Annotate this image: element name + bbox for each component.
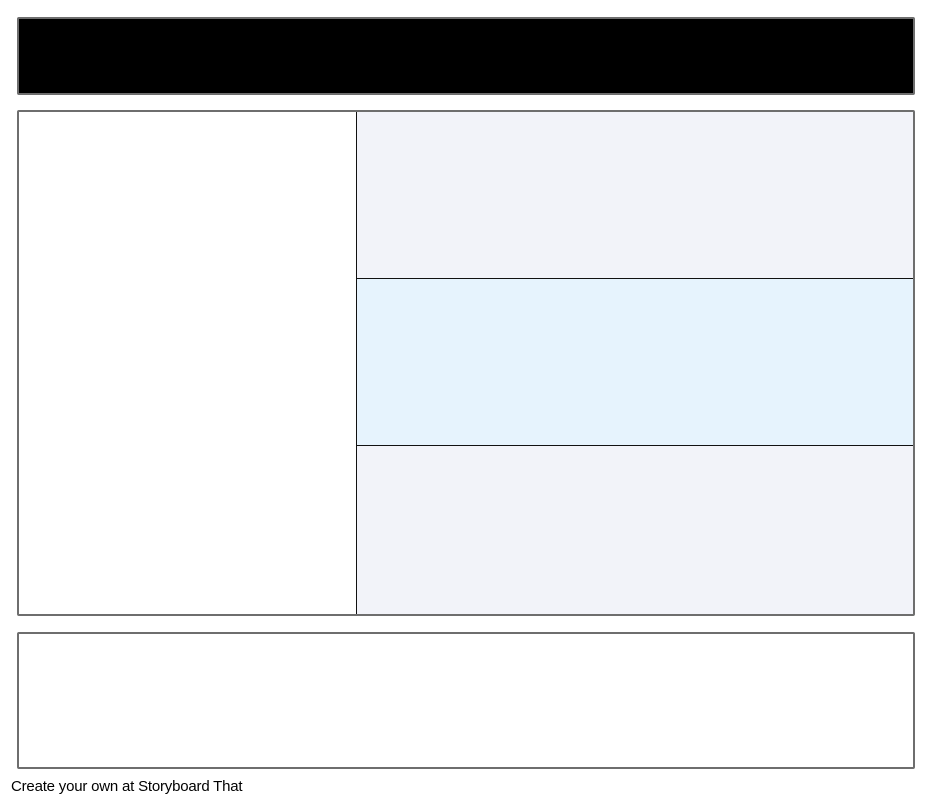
right-cell-3 <box>357 446 913 614</box>
right-cell-2 <box>357 279 913 446</box>
storyboard-grid <box>17 110 915 616</box>
bottom-text-box <box>17 632 915 769</box>
right-cell-1 <box>357 112 913 279</box>
left-cell <box>19 112 357 614</box>
footer-link[interactable]: Create your own at Storyboard That <box>11 778 243 795</box>
title-bar <box>17 17 915 95</box>
